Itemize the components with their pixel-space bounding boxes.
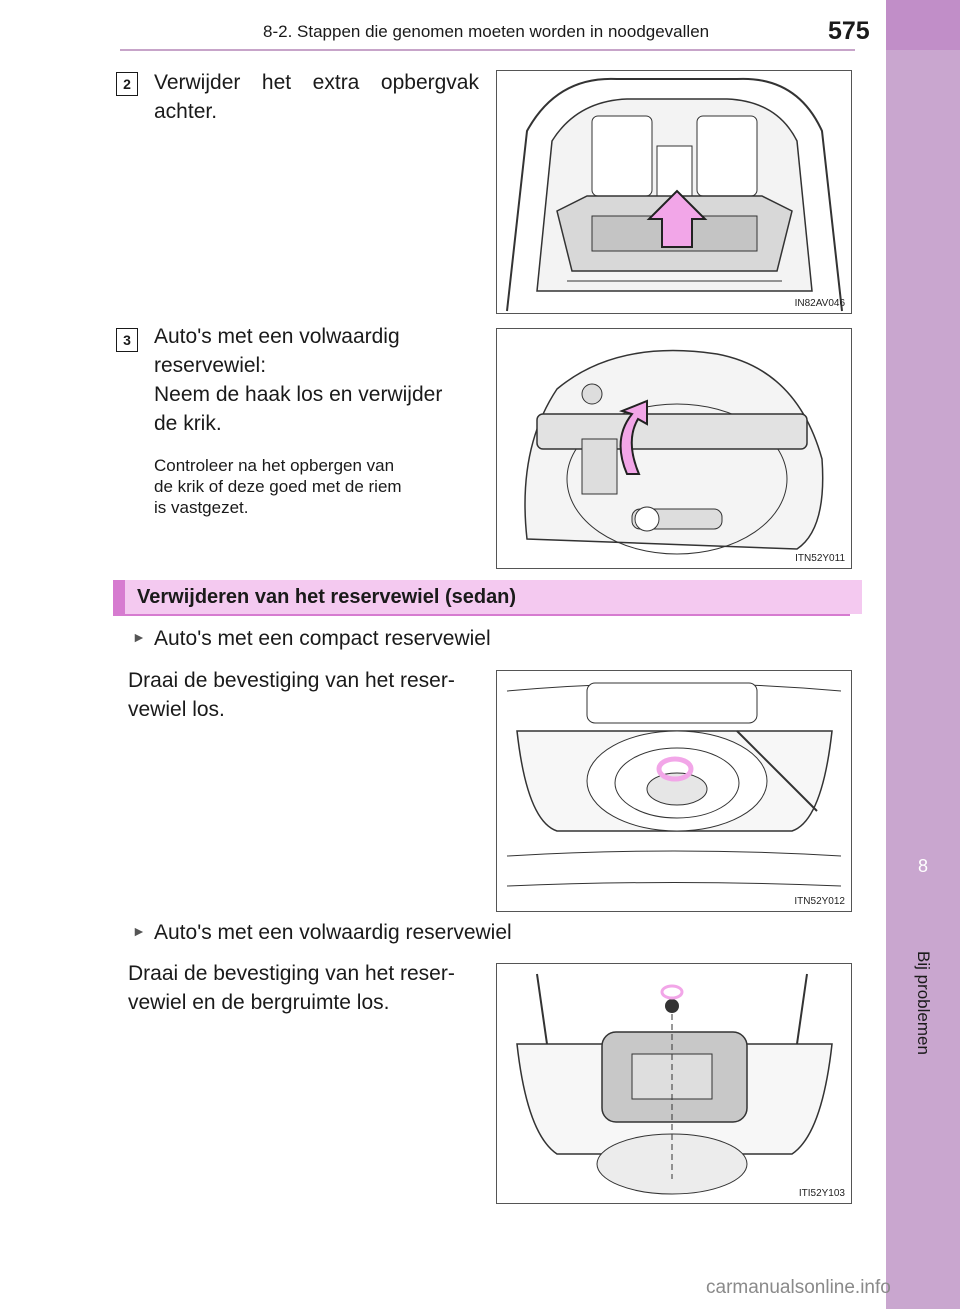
- step-text: Auto's met een volwaardig reservewiel: N…: [154, 322, 484, 438]
- note-line: Controleer na het opbergen van: [154, 456, 395, 475]
- bullet-triangle-icon: ►: [132, 923, 146, 939]
- step-badge: 2: [116, 72, 138, 96]
- watermark: carmanualsonline.info: [706, 1277, 891, 1298]
- full-spare-illustration: [516, 973, 833, 1195]
- note-line: de krik of deze goed met de riem: [154, 477, 402, 496]
- chapter-number: 8: [917, 856, 928, 876]
- item-text-line: Draai de bevestiging van het reser-: [128, 962, 455, 985]
- figure-code: IN82AV046: [794, 298, 845, 309]
- step-text-line: Neem de haak los en verwijder: [154, 383, 443, 406]
- step-text-line: Verwijder het extra opbergvak: [154, 71, 479, 94]
- step-text-line: de krik.: [154, 412, 222, 435]
- note-line: is vastgezet.: [154, 498, 249, 517]
- section-heading-text: Verwijderen van het reservewiel (sedan): [137, 586, 517, 608]
- step-text-line: achter.: [154, 100, 218, 123]
- bullet-triangle-icon: ►: [132, 629, 146, 645]
- header-rule: [120, 49, 855, 51]
- compact-spare-illustration: [506, 682, 842, 887]
- item-text-line: Draai de bevestiging van het reser-: [128, 669, 455, 692]
- side-tab: 8 Bij problemen: [886, 0, 960, 1309]
- full-spare-figure: ITI52Y103: [496, 963, 852, 1204]
- figure-code: ITN52Y011: [795, 553, 845, 564]
- compact-spare-figure: ITN52Y012: [496, 670, 852, 912]
- chapter-label: Bij problemen: [914, 951, 933, 1055]
- section-rule: [113, 614, 850, 616]
- item-text: Draai de bevestiging van het reser- vewi…: [128, 666, 478, 724]
- item-text-line: vewiel los.: [128, 698, 225, 721]
- step-text-line: reservewiel:: [154, 354, 267, 377]
- step-note: Controleer na het opbergen van de krik o…: [154, 455, 484, 518]
- section-heading: Verwijderen van het reservewiel (sedan): [113, 580, 862, 614]
- page-number: 575: [828, 17, 870, 45]
- trunk-figure: IN82AV046: [496, 70, 852, 314]
- step-text: Verwijder het extra opbergvak achter.: [154, 68, 479, 126]
- side-tab-top: [886, 0, 960, 50]
- figure-code: ITN52Y012: [794, 896, 845, 907]
- jack-figure: ITN52Y011: [496, 328, 852, 569]
- trunk-illustration: [506, 77, 843, 312]
- item-text-line: vewiel en de bergruimte los.: [128, 991, 390, 1014]
- step-text-line: Auto's met een volwaardig: [154, 325, 400, 348]
- step-badge: 3: [116, 328, 138, 352]
- figure-code: ITI52Y103: [798, 1188, 845, 1199]
- bullet-text: Auto's met een compact reservewiel: [154, 627, 491, 650]
- header-section-title: 8-2. Stappen die genomen moeten worden i…: [263, 22, 710, 41]
- jack-illustration: [524, 349, 824, 555]
- item-text: Draai de bevestiging van het reser- vewi…: [128, 959, 478, 1017]
- bullet-text: Auto's met een volwaardig reservewiel: [154, 921, 512, 944]
